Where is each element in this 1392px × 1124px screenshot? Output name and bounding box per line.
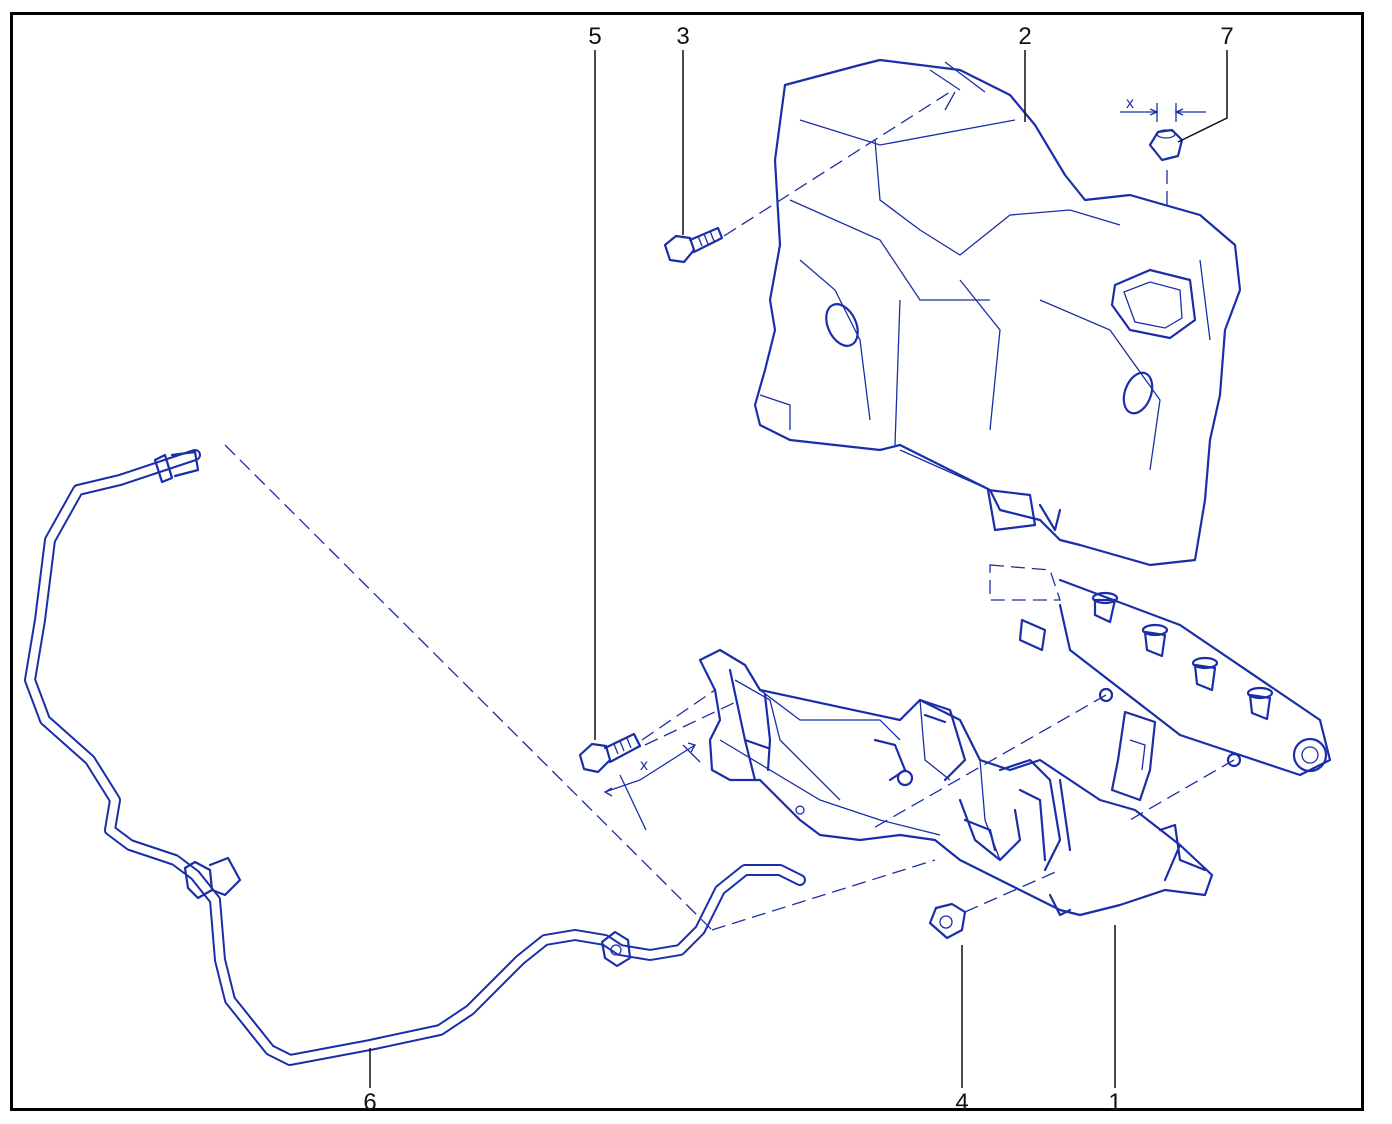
callout-7: 7 [1220, 23, 1233, 50]
nut-part-4 [928, 869, 1061, 940]
drawing-frame [10, 12, 1364, 1111]
fuel-rail [869, 564, 1332, 831]
callout-4: 4 [955, 1089, 968, 1116]
callout-6: 6 [363, 1089, 376, 1116]
bolt-part-3 [663, 91, 951, 264]
callout-5: 5 [588, 23, 601, 50]
bracket-part-1 [698, 648, 1214, 917]
engine-cover-part-2 [753, 58, 1242, 567]
tube-part-6 [24, 444, 936, 1066]
dimension-x-label-nut: x [1126, 95, 1134, 112]
callout-1: 1 [1108, 1089, 1121, 1116]
nut-part-7 [1120, 103, 1206, 205]
bolt-part-5 [578, 689, 741, 831]
dimension-x-label-bolt: x [640, 757, 648, 774]
leader-lines [369, 50, 1228, 1088]
callout-3: 3 [676, 23, 689, 50]
callout-2: 2 [1018, 23, 1031, 50]
